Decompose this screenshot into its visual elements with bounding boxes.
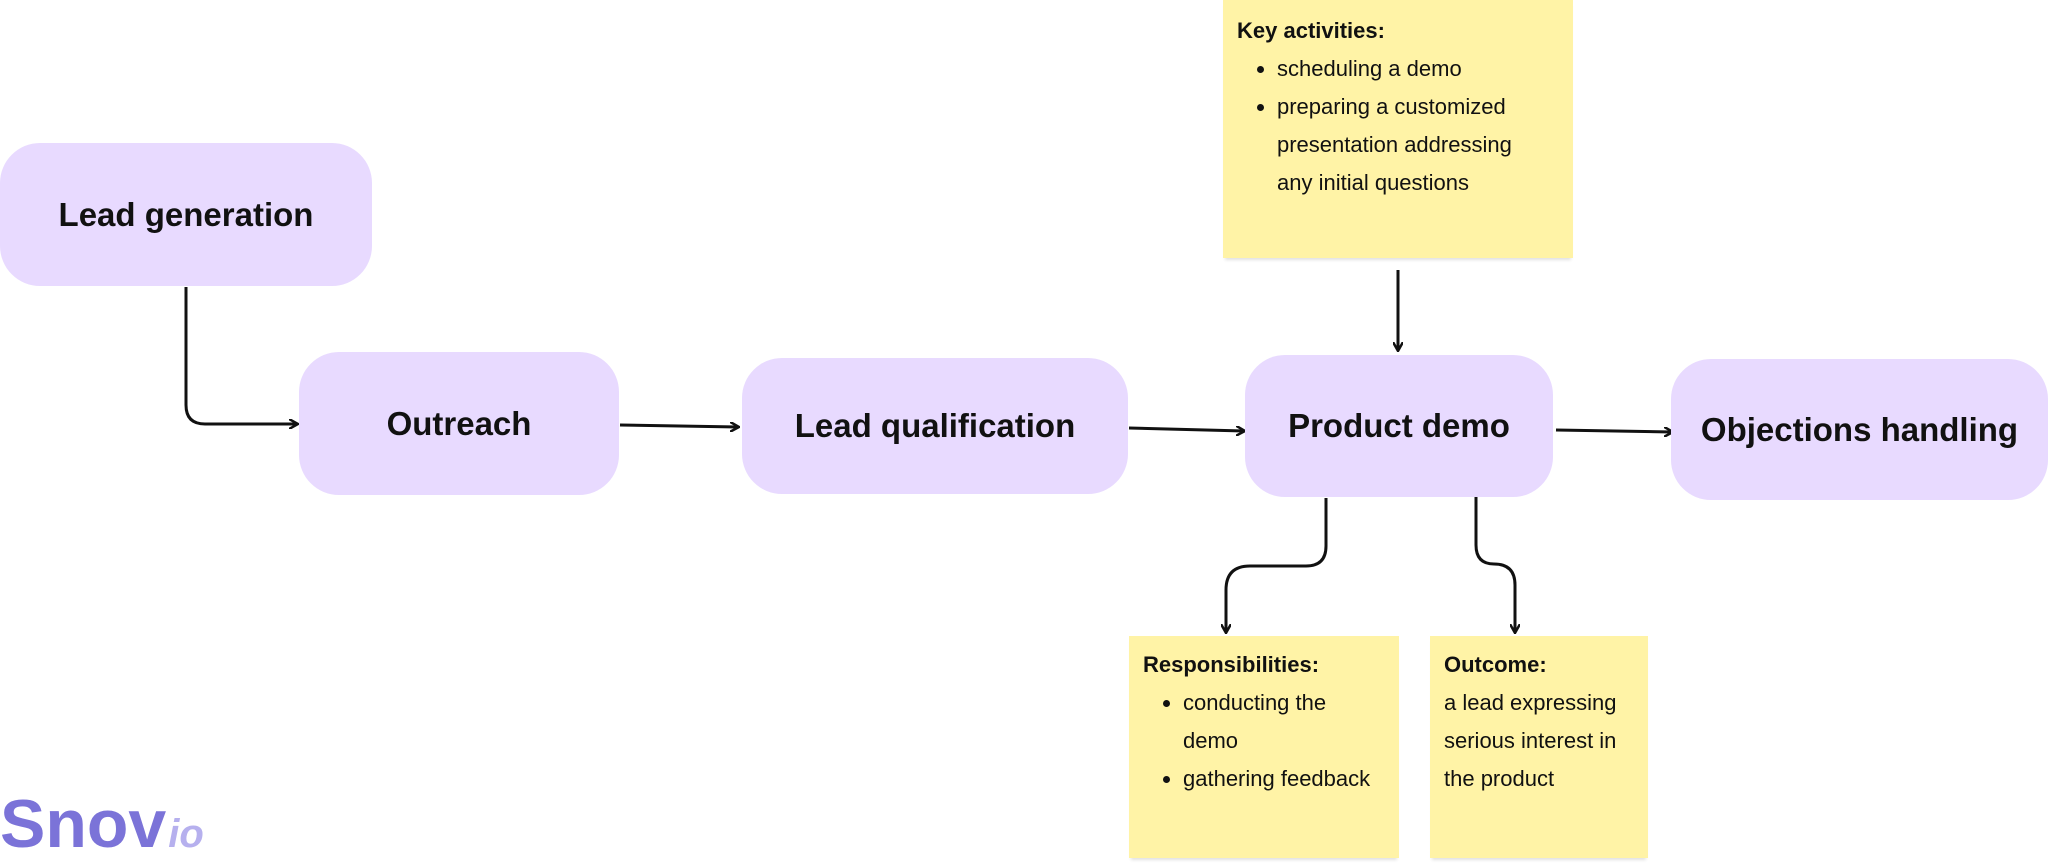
note-outcome-title: Outcome: bbox=[1444, 652, 1547, 677]
list-item: scheduling a demo bbox=[1277, 50, 1559, 88]
arrow-lead-qualification-to-product-demo bbox=[1128, 428, 1244, 431]
note-responsibilities: Responsibilities: conducting the demo ga… bbox=[1129, 636, 1399, 858]
stage-outreach: Outreach bbox=[299, 352, 619, 495]
logo-suffix: io bbox=[168, 812, 204, 856]
list-item: preparing a customized presentation addr… bbox=[1277, 88, 1527, 202]
list-item: conducting the demo bbox=[1183, 684, 1353, 760]
stage-product-demo: Product demo bbox=[1245, 355, 1553, 497]
stage-objections-handling: Objections handling bbox=[1671, 359, 2048, 500]
note-responsibilities-list: conducting the demo gathering feedback bbox=[1143, 684, 1385, 798]
note-key-activities: Key activities: scheduling a demo prepar… bbox=[1223, 0, 1573, 258]
arrow-outreach-to-lead-qualification bbox=[619, 425, 738, 427]
note-key-activities-title: Key activities: bbox=[1237, 18, 1385, 43]
arrow-product-demo-to-objections-handling bbox=[1555, 430, 1672, 432]
note-key-activities-list: scheduling a demo preparing a customized… bbox=[1237, 50, 1559, 202]
arrow-product-demo-to-responsibilities bbox=[1226, 498, 1328, 632]
list-item: gathering feedback bbox=[1183, 760, 1385, 798]
note-outcome-text: a lead expressing serious interest in th… bbox=[1444, 690, 1617, 791]
arrow-product-demo-to-outcome bbox=[1474, 496, 1515, 632]
logo-wordmark: Snov bbox=[0, 786, 167, 862]
stage-lead-qualification: Lead qualification bbox=[742, 358, 1128, 494]
snovio-logo: Snovio bbox=[0, 790, 204, 858]
note-outcome: Outcome: a lead expressing serious inter… bbox=[1430, 636, 1648, 858]
stage-lead-generation: Lead generation bbox=[0, 143, 372, 286]
note-responsibilities-title: Responsibilities: bbox=[1143, 652, 1320, 677]
arrow-lead-generation-to-outreach bbox=[184, 287, 297, 424]
